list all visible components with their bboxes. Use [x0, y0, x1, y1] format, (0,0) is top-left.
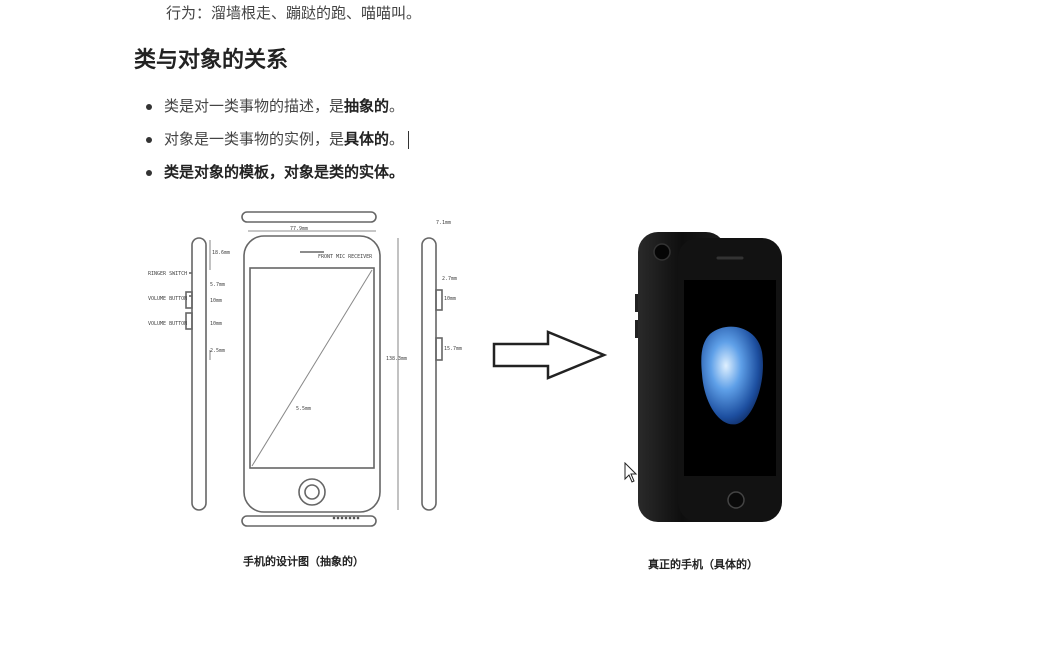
blueprint-figure: 77.9mm 138.3mm 7.1mm 5.5mm 18.6mm 5.7mm … — [148, 211, 462, 527]
label-volume-up: VOLUME BUTTON — [148, 296, 187, 302]
dim-height: 138.3mm — [386, 356, 407, 362]
dim-r1: 2.7mm — [442, 276, 457, 282]
section-heading: 类与对象的关系 — [134, 48, 289, 73]
arrow-icon — [492, 330, 608, 380]
blueprint-caption: 手机的设计图（抽象的） — [243, 555, 364, 568]
dim-width: 77.9mm — [290, 226, 308, 232]
label-front: FRONT MIC RECEIVER — [318, 254, 373, 260]
dim-diagonal: 5.5mm — [296, 406, 311, 412]
text-caret — [408, 130, 410, 149]
label-volume-down: VOLUME BUTTON — [148, 321, 187, 327]
bullet-item: 对象是一类事物的实例，是具体的。 — [146, 123, 410, 156]
bullet-item: 类是对象的模板，对象是类的实体。 — [146, 156, 409, 189]
dim-s2: 2.5mm — [210, 348, 225, 354]
dim-s1: 5.7mm — [210, 282, 225, 288]
dim-v1: 10mm — [210, 298, 222, 304]
dim-depth: 7.1mm — [436, 220, 451, 226]
dim-v2: 10mm — [210, 321, 222, 327]
dim-r2: 10mm — [444, 296, 456, 302]
label-ringer: RINGER SWITCH — [148, 271, 187, 277]
bullet-item: 类是对一类事物的描述，是抽象的。 — [146, 90, 409, 123]
real-phone-figure — [635, 232, 782, 522]
mouse-cursor-icon — [624, 462, 638, 483]
dim-top: 18.6mm — [212, 250, 230, 256]
behavior-line: 行为：溜墙根走、蹦跶的跑、喵喵叫。 — [166, 4, 422, 22]
bullet-list: 类是对一类事物的描述，是抽象的。 对象是一类事物的实例，是具体的。 类是对象的模… — [146, 90, 410, 189]
real-phone-caption: 真正的手机（具体的） — [648, 558, 758, 571]
dim-r3: 15.7mm — [444, 346, 462, 352]
